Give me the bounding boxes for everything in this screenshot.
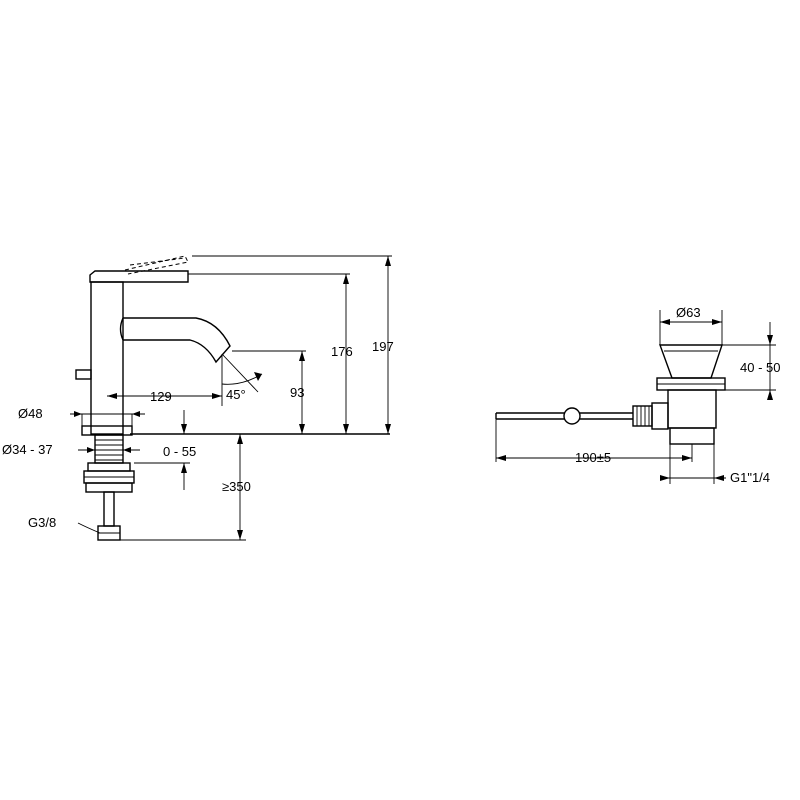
label-176: 176 [331,344,353,359]
label-ge350: ≥350 [222,479,251,494]
label-0-55: 0 - 55 [163,444,196,459]
dimension-129: 129 [107,389,222,404]
dimension-0-55: 0 - 55 [134,410,196,490]
waste-pop-up [495,344,726,445]
label-190: 190±5 [575,450,611,465]
dimension-40-50: 40 - 50 [722,322,780,400]
label-g1-14: G1"1/4 [730,470,770,485]
dimension-d63: Ø63 [659,305,723,345]
leader-g38: G3/8 [28,515,101,534]
label-45: 45° [226,387,246,402]
angle-45: 45° [221,353,263,406]
label-93: 93 [290,385,304,400]
dimension-190: 190±5 [495,419,693,465]
dimension-93: 93 [232,350,306,434]
dimension-197: 197 [192,255,394,434]
label-g38: G3/8 [28,515,56,530]
dimension-g1-14: G1"1/4 [660,444,770,485]
label-d48: Ø48 [18,406,43,421]
label-d34-37: Ø34 - 37 [2,442,53,457]
label-d63: Ø63 [676,305,701,320]
dimension-d48: Ø48 [18,406,145,426]
faucet-body [75,255,231,436]
dimension-176: 176 [188,273,353,434]
label-197: 197 [372,339,394,354]
label-40-50: 40 - 50 [740,360,780,375]
dimension-ge350: ≥350 [120,434,251,541]
label-129: 129 [150,389,172,404]
dimension-d34-37: Ø34 - 37 [2,442,140,457]
